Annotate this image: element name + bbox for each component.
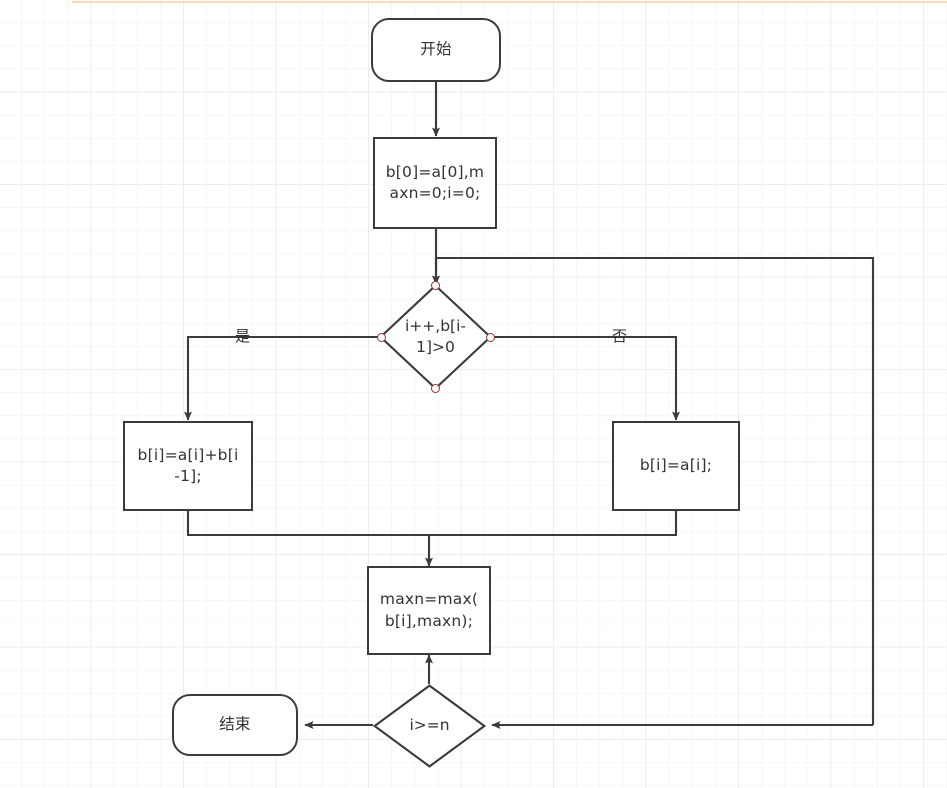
- node-start[interactable]: 开始: [371, 18, 501, 82]
- edge-cond1-yes-to-proc: [184, 335, 379, 421]
- diamond-shape-exit: [372, 684, 487, 768]
- edge-cond1-no-to-proc: [492, 335, 680, 421]
- diamond-shape-loop: [379, 284, 492, 390]
- edge-proc-no-to-maxn: [429, 511, 678, 537]
- node-condition-exit[interactable]: i>=n: [372, 684, 487, 768]
- node-end[interactable]: 结束: [172, 694, 298, 756]
- edge-proc-yes-to-maxn: [186, 511, 433, 567]
- node-process-maxn[interactable]: maxn=max( b[i],maxn);: [367, 566, 491, 655]
- node-process-yes[interactable]: b[i]=a[i]+b[i -1];: [123, 421, 253, 511]
- anchor-right[interactable]: [485, 332, 495, 342]
- anchor-left[interactable]: [376, 332, 386, 342]
- node-process-no[interactable]: b[i]=a[i];: [612, 421, 740, 511]
- alignment-guide-line: [72, 1, 947, 3]
- node-init[interactable]: b[0]=a[0],m axn=0;i=0;: [373, 137, 497, 229]
- anchor-top[interactable]: [431, 281, 440, 290]
- edge-label-no: 否: [612, 327, 628, 345]
- anchor-bottom[interactable]: [431, 384, 440, 393]
- node-condition-loop[interactable]: i++,b[i- 1]>0: [376, 281, 495, 393]
- edge-label-yes: 是: [235, 327, 251, 345]
